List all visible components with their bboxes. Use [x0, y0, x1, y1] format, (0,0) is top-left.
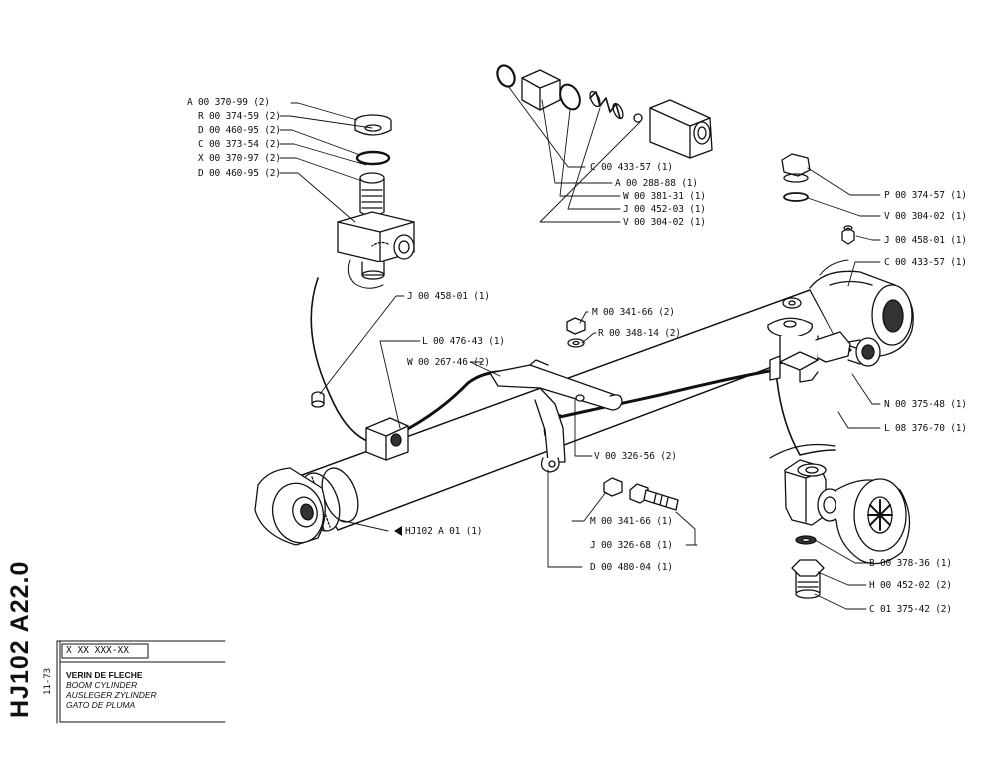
drawing-code: HJ102 A22.0	[6, 560, 34, 718]
label-m-00-341-66-b: M 00 341-66 (1)	[590, 516, 673, 527]
label-w-00-267-46: W 00 267-46 (2)	[407, 357, 490, 368]
hydraulic-valve-lower-right	[784, 459, 911, 599]
plug-right-top	[781, 153, 811, 202]
label-a-00-288-88: A 00 288-88 (1)	[615, 178, 698, 189]
label-c-00-433-57-a: C 00 433-57 (1)	[590, 162, 673, 173]
label-n-00-375-48: N 00 375-48 (1)	[884, 399, 967, 410]
cylinder-head-end	[809, 270, 914, 357]
label-l-08-376-70: L 08 376-70 (1)	[884, 423, 967, 434]
title-block	[56, 640, 226, 724]
label-c-00-433-57-b: C 00 433-57 (1)	[884, 257, 967, 268]
title-french: VERIN DE FLECHE	[66, 670, 143, 680]
support-bracket	[489, 359, 623, 473]
bolt-lower	[603, 477, 679, 511]
valve-block-left	[337, 114, 415, 289]
control-valve-right	[767, 297, 881, 383]
label-d-00-460-95-a: D 00 460-95 (2)	[198, 125, 281, 136]
label-l-00-476-43: L 00 476-43 (1)	[422, 336, 505, 347]
label-c-01-375-42: C 01 375-42 (2)	[869, 604, 952, 615]
label-j-00-452-03: J 00 452-03 (1)	[623, 204, 706, 215]
title-english: BOOM CYLINDER	[66, 680, 138, 690]
label-h-00-452-02: H 00 452-02 (2)	[869, 580, 952, 591]
label-b-00-378-36: B 00 378-36 (1)	[869, 558, 952, 569]
label-x-00-370-97: X 00 370-97 (2)	[198, 153, 281, 164]
label-d-00-480-04: D 00 480-04 (1)	[590, 562, 673, 573]
reference-box: X XX XXX-XX	[66, 645, 129, 656]
title-german: AUSLEGER ZYLINDER	[66, 690, 157, 700]
label-v-00-326-56: V 00 326-56 (2)	[594, 451, 677, 462]
label-r-00-374-59: R 00 374-59 (2)	[198, 111, 281, 122]
label-m-00-341-66-a: M 00 341-66 (2)	[592, 307, 675, 318]
label-main-ref: HJ102 A 01 (1)	[405, 526, 483, 537]
label-v-00-304-02-b: V 00 304-02 (1)	[884, 211, 967, 222]
label-j-00-326-68: J 00 326-68 (1)	[590, 540, 673, 551]
cylinder-eye-end	[254, 467, 326, 546]
drawing-date: 11-73	[43, 667, 53, 695]
label-r-00-348-14: R 00 348-14 (2)	[598, 328, 681, 339]
label-j-00-458-01-a: J 00 458-01 (1)	[407, 291, 490, 302]
solenoid-block	[365, 417, 409, 461]
nipple-fitting-left	[311, 391, 325, 408]
label-w-00-381-31: W 00 381-31 (1)	[623, 191, 706, 202]
boom-cylinder-barrel	[299, 289, 839, 535]
bleed-nipple-right	[841, 225, 855, 245]
upper-fitting-assembly	[496, 64, 713, 159]
label-d-00-460-95-b: D 00 460-95 (2)	[198, 168, 281, 179]
leader-lines	[279, 85, 881, 610]
label-a-00-370-99: A 00 370-99 (2)	[187, 97, 270, 108]
label-j-00-458-01-b: J 00 458-01 (1)	[884, 235, 967, 246]
label-p-00-374-57: P 00 374-57 (1)	[884, 190, 967, 201]
label-c-00-373-54: C 00 373-54 (2)	[198, 139, 281, 150]
label-v-00-304-02-a: V 00 304-02 (1)	[623, 217, 706, 228]
title-spanish: GATO DE PLUMA	[66, 700, 136, 710]
